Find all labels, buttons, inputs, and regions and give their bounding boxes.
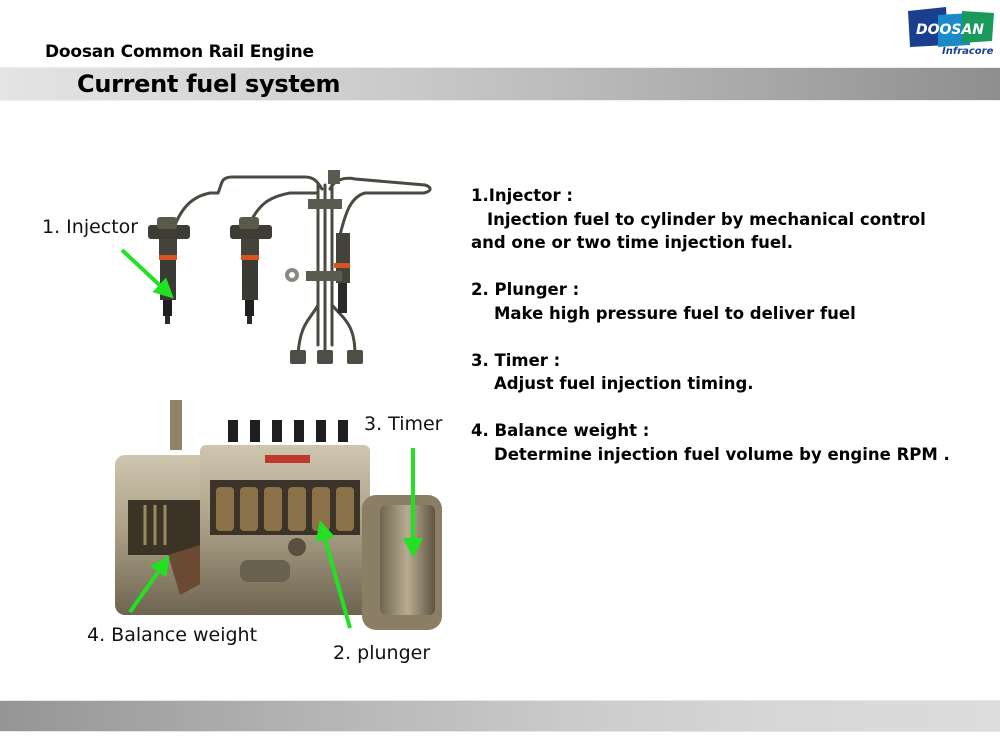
description-heading: 3. Timer : xyxy=(471,350,561,370)
injector-assembly-photo xyxy=(148,170,432,364)
description-plunger: 2. Plunger : Make high pressure fuel to … xyxy=(471,278,991,325)
balance-weight-part xyxy=(168,545,208,595)
logo-division: Infracore xyxy=(942,46,994,57)
pump-body xyxy=(200,445,370,615)
slide-title: Current fuel system xyxy=(77,70,341,98)
timer-housing xyxy=(362,495,442,630)
description-line: Determine injection fuel volume by engin… xyxy=(494,444,950,464)
description-injector: 1.Injector : Injection fuel to cylinder … xyxy=(471,184,991,255)
line-fittings xyxy=(290,350,363,364)
description-balance-weight: 4. Balance weight : Determine injection … xyxy=(471,419,991,466)
description-line: Adjust fuel injection timing. xyxy=(494,374,754,393)
title-band xyxy=(0,67,1000,101)
logo-block-green xyxy=(962,11,994,43)
callout-balance-weight: 4. Balance weight xyxy=(87,624,258,646)
callout-timer: 3. Timer xyxy=(364,413,443,435)
injector-2 xyxy=(230,217,272,324)
plunger-springs xyxy=(216,487,354,531)
description-heading: 4. Balance weight : xyxy=(471,421,650,440)
description-line: Injection fuel to cylinder by mechanical… xyxy=(487,209,926,229)
callout-injector: 1. Injector xyxy=(42,216,139,238)
doosan-logo: DOOSAN xyxy=(908,7,994,47)
description-line: and one or two time injection fuel. xyxy=(471,233,793,252)
line-brackets xyxy=(285,170,342,282)
injector-3 xyxy=(334,233,350,313)
injector-1 xyxy=(148,217,190,324)
footer-band xyxy=(0,700,1000,732)
description-heading: 1.Injector : xyxy=(471,186,573,205)
slide-subtitle: Doosan Common Rail Engine xyxy=(45,42,314,62)
description-timer: 3. Timer : Adjust fuel injection timing. xyxy=(471,349,991,396)
logo-wordmark: DOOSAN xyxy=(916,22,984,38)
callout-plunger: 2. plunger xyxy=(333,642,431,664)
fuel-lines xyxy=(173,175,432,357)
component-descriptions: 1.Injector : Injection fuel to cylinder … xyxy=(471,184,991,490)
description-line: Make high pressure fuel to deliver fuel xyxy=(494,303,856,323)
delivery-valves xyxy=(228,420,348,442)
description-heading: 2. Plunger : xyxy=(471,280,580,299)
